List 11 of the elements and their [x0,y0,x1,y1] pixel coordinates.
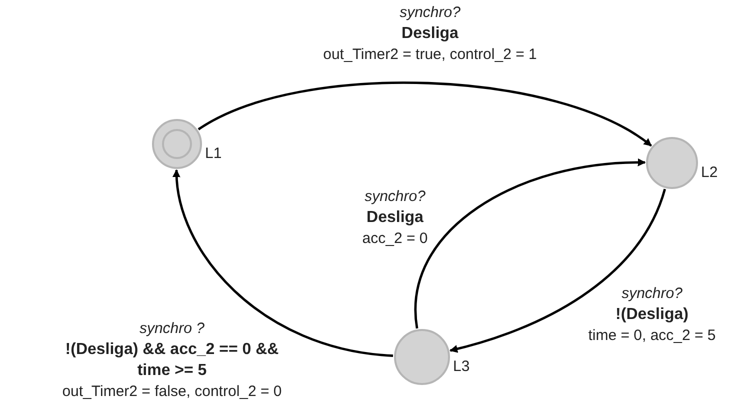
transition-arrow [414,158,646,328]
state-name: L2 [701,163,718,184]
edge-label: synchro? Desliga acc_2 = 0 [361,187,429,249]
transition-arrow [173,169,394,357]
transition-arrow [450,188,666,353]
edge-label: synchro ? !(Desliga) && acc_2 == 0 && time >= 5 out_Timer2 = false, control_2 = 0 [61,319,283,402]
state-name: L3 [453,357,470,378]
state-name: L1 [205,144,222,164]
transition-arrow [198,82,652,147]
edge-label: synchro? !(Desliga) time = 0, acc_2 = 5 [587,284,717,346]
edge-label: synchro? Desliga out_Timer2 = true, control_2 = 1 [322,3,538,65]
